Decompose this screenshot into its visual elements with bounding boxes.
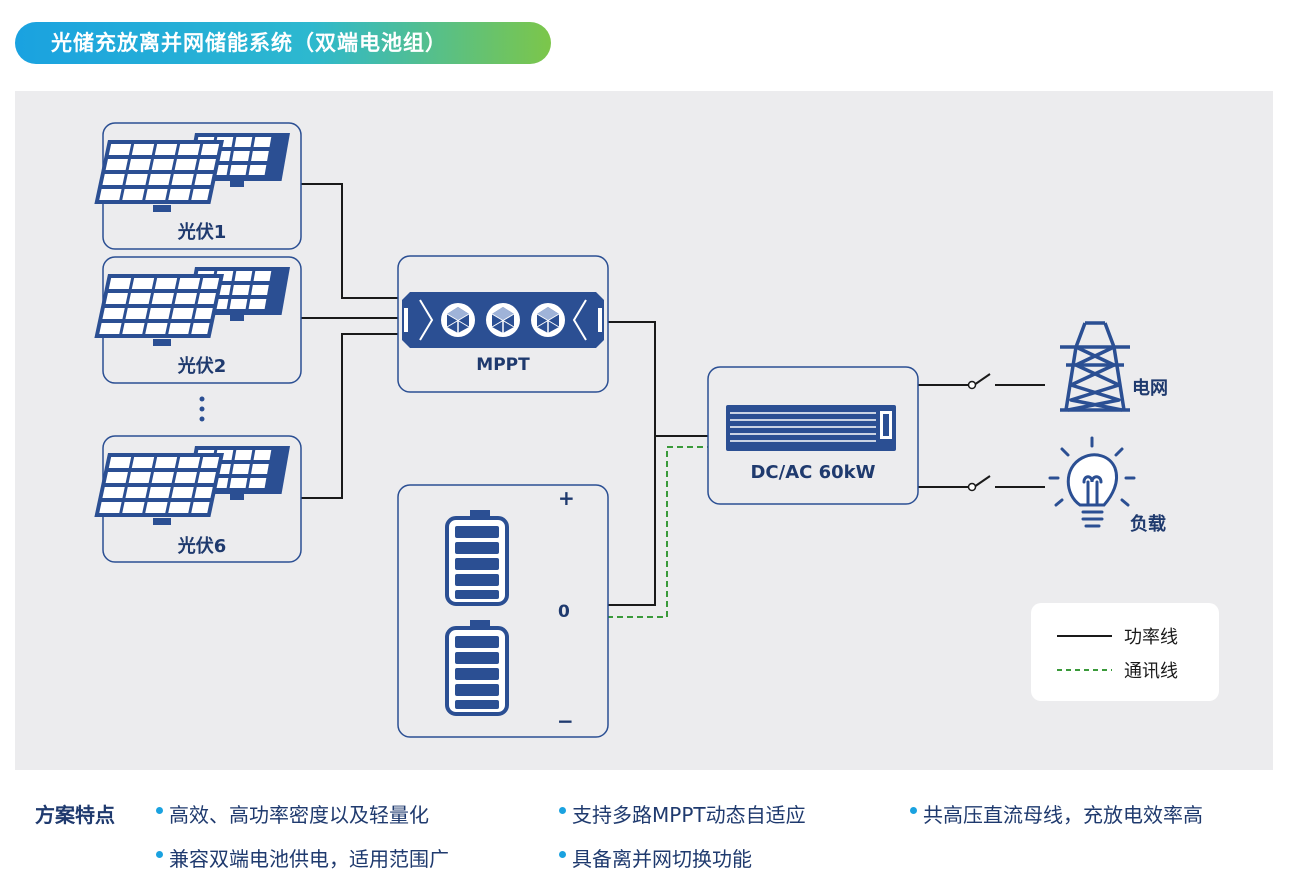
pv-unit-1: 光伏1: [94, 122, 302, 250]
light-bulb-icon: [1048, 436, 1136, 528]
battery-unit: + 0 −: [397, 484, 609, 738]
feature-item: 具备离并网切换功能: [559, 847, 752, 871]
feature-item: 兼容双端电池供电，适用范围广: [156, 847, 449, 871]
page-title: 光储充放离并网储能系统（双端电池组）: [15, 22, 551, 64]
power-tower-icon: [1060, 321, 1130, 412]
bullet-icon: [910, 807, 917, 814]
load-label: 负载: [1130, 513, 1166, 535]
bullet-icon: [156, 851, 163, 858]
legend-comm-line: 通讯线: [1124, 661, 1178, 682]
ellipsis-dots: [199, 396, 205, 422]
pv-unit-2: 光伏2: [94, 256, 302, 384]
grid-label: 电网: [1132, 377, 1168, 399]
bullet-icon: [156, 807, 163, 814]
feature-item: 共高压直流母线，充放电效率高: [910, 803, 1203, 827]
legend-power-line: 功率线: [1124, 627, 1178, 648]
inverter-label: DC/AC 60kW: [750, 462, 875, 483]
feature-item: 支持多路MPPT动态自适应: [559, 803, 806, 827]
pv-unit-6: 光伏6: [94, 435, 302, 563]
battery-icon: [445, 508, 509, 606]
comm-line: [607, 446, 708, 618]
mppt-label: MPPT: [476, 355, 530, 375]
bullet-icon: [559, 851, 566, 858]
features-title: 方案特点: [35, 803, 115, 827]
inverter-unit: DC/AC 60kW: [707, 366, 919, 505]
feature-item: 高效、高功率密度以及轻量化: [156, 803, 429, 827]
battery-terminal-zero: 0: [558, 602, 570, 622]
fan-icon: [530, 302, 566, 338]
legend: 功率线 通讯线: [1031, 603, 1219, 701]
battery-icon: [445, 618, 509, 716]
pv-label-2: 光伏2: [177, 355, 227, 377]
battery-terminal-plus: +: [558, 486, 575, 510]
mppt-unit: MPPT: [397, 255, 609, 393]
fan-icon: [485, 302, 521, 338]
pv-label-1: 光伏1: [177, 221, 227, 243]
fan-icon: [440, 302, 476, 338]
pv-label-6: 光伏6: [177, 535, 227, 557]
bullet-icon: [559, 807, 566, 814]
battery-terminal-minus: −: [557, 709, 574, 733]
